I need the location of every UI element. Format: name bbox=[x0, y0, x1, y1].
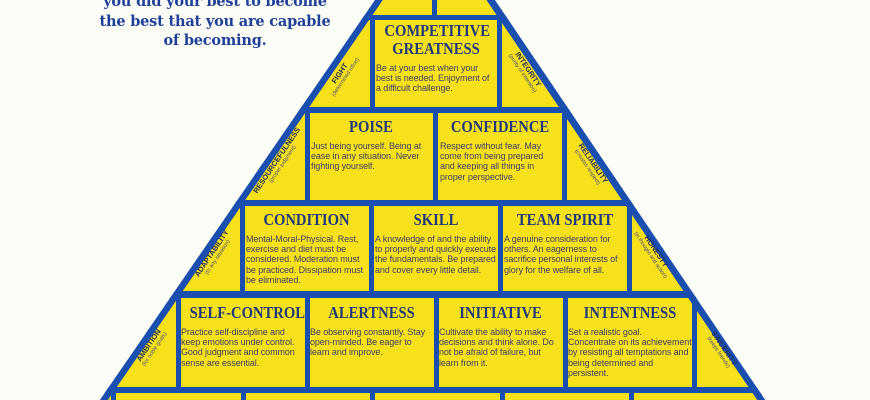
block-title: INTENTNESS bbox=[583, 303, 677, 322]
block-confidence: CONFIDENCE Respect without fear. May com… bbox=[440, 118, 560, 182]
block-initiative: INITIATIVE Cultivate the ability to make… bbox=[439, 304, 562, 368]
column-divider bbox=[562, 111, 567, 201]
column-divider bbox=[432, 0, 437, 16]
row-divider bbox=[93, 200, 772, 206]
column-divider bbox=[240, 204, 245, 292]
block-title: GREATNESS bbox=[392, 39, 480, 58]
headline-line-1: you did your best to become bbox=[103, 0, 327, 10]
block-self-control: SELF-CONTROL Practice self-discipline an… bbox=[181, 303, 305, 368]
column-divider bbox=[563, 296, 568, 388]
column-divider bbox=[370, 391, 375, 400]
block-competitive-greatness: COMPETITIVE GREATNESS Be at your best wh… bbox=[376, 22, 496, 94]
block-poise: POISE Just being yourself. Being at ease… bbox=[311, 118, 431, 172]
column-divider bbox=[433, 111, 438, 201]
block-title: CONDITION bbox=[263, 210, 350, 229]
column-divider bbox=[111, 391, 116, 400]
block-description: Practice self-discipline and keep emotio… bbox=[181, 327, 295, 368]
block-description: Be observing constantly. Stay open-minde… bbox=[310, 327, 425, 358]
column-divider bbox=[369, 204, 374, 292]
block-title: COMPETITIVE bbox=[384, 21, 491, 40]
headline: you did your best to become the best tha… bbox=[95, 0, 335, 51]
block-title: INITIATIVE bbox=[459, 303, 542, 322]
column-divider bbox=[305, 296, 310, 388]
block-condition: CONDITION Mental-Moral-Physical. Rest, e… bbox=[246, 211, 367, 285]
block-title: TEAM SPIRIT bbox=[516, 210, 614, 229]
row-divider bbox=[93, 107, 772, 113]
block-description: Set a realistic goal. Concentrate on its… bbox=[568, 327, 692, 378]
headline-line-3: of becoming. bbox=[163, 32, 267, 49]
block-description: Respect without fear. May come from bein… bbox=[440, 141, 544, 182]
block-title: CONFIDENCE bbox=[450, 117, 550, 136]
block-alertness: ALERTNESS Be observing constantly. Stay … bbox=[310, 304, 433, 358]
column-divider bbox=[497, 18, 502, 108]
column-divider bbox=[241, 391, 246, 400]
column-divider bbox=[627, 204, 632, 292]
column-divider bbox=[498, 204, 503, 292]
block-description: Cultivate the ability to make decisions … bbox=[439, 327, 554, 368]
row-divider bbox=[93, 291, 772, 298]
block-description: Mental-Moral-Physical. Rest, exercise an… bbox=[246, 234, 364, 285]
block-title: POISE bbox=[349, 117, 393, 136]
column-divider bbox=[370, 18, 375, 108]
block-description: A genuine consideration for others. An e… bbox=[504, 234, 618, 275]
block-title: SKILL bbox=[413, 210, 459, 229]
column-divider bbox=[176, 296, 181, 388]
headline-line-2: the best that you are capable bbox=[99, 12, 331, 30]
column-divider bbox=[434, 296, 439, 388]
column-divider bbox=[305, 111, 310, 201]
row-divider bbox=[93, 387, 772, 393]
column-divider bbox=[629, 391, 634, 400]
column-divider bbox=[500, 391, 505, 400]
block-skill: SKILL A knowledge of and the ability to … bbox=[375, 211, 497, 275]
block-description: A knowledge of and the ability to proper… bbox=[375, 234, 496, 275]
block-description: Be at your best when your best is needed… bbox=[376, 63, 490, 94]
column-divider bbox=[692, 296, 697, 388]
block-title: ALERTNESS bbox=[328, 303, 415, 322]
block-description: Just being yourself. Being at ease in an… bbox=[311, 141, 422, 172]
block-intentness: INTENTNESS Set a realistic goal. Concent… bbox=[568, 304, 692, 378]
block-team-spirit: TEAM SPIRIT A genuine consideration for … bbox=[504, 211, 626, 275]
block-title: SELF-CONTROL bbox=[189, 303, 305, 322]
row-divider bbox=[93, 15, 772, 20]
column-divider bbox=[757, 391, 762, 400]
